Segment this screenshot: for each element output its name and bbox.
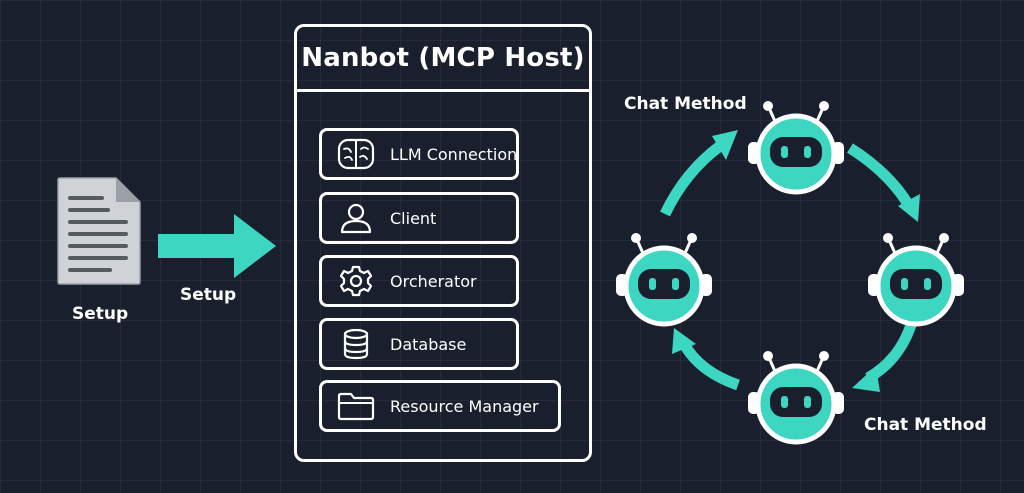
setup-arrow [158,214,278,278]
host-item-label: LLM Connection [390,144,518,164]
robot-icon-left [616,233,712,327]
host-item-label: Orcherator [390,271,477,291]
gear-icon [336,265,376,297]
host-item-database: Database [319,318,519,370]
folder-icon [336,390,376,422]
host-item-label: Resource Manager [390,396,539,416]
database-icon [336,328,376,360]
host-item-llm-connection: LLM Connection [319,128,519,180]
host-item-orcherator: Orcherator [319,255,519,307]
cycle-arrow-bottom-to-left [679,341,740,391]
cycle-arrowhead-bottom [852,366,880,392]
cycle-arrowhead-top [712,130,738,160]
host-item-client: Client [319,192,519,244]
mcp-host-box: Nanbot (MCP Host) LLM Connection Client [294,24,592,462]
user-icon [336,202,376,234]
document-icon [56,176,142,286]
document-label: Setup [72,304,129,324]
robot-icon-top [748,101,844,195]
robot-icon-bottom [748,351,844,445]
robot-icon-right [868,233,964,327]
cycle-arrowhead-left [672,328,696,354]
brain-icon [336,138,376,170]
host-item-resource-manager: Resource Manager [319,380,561,432]
host-title: Nanbot (MCP Host) [297,27,589,92]
cycle-arrow-left-to-top [660,141,724,217]
cycle-arrowhead-right [898,194,920,222]
setup-arrow-label: Setup [180,285,237,305]
chat-method-label-top: Chat Method [624,94,747,114]
chat-method-label-bottom: Chat Method [864,415,987,435]
host-item-label: Database [390,334,467,354]
host-item-label: Client [390,208,437,228]
cycle-arrow-top-to-right [847,143,913,207]
